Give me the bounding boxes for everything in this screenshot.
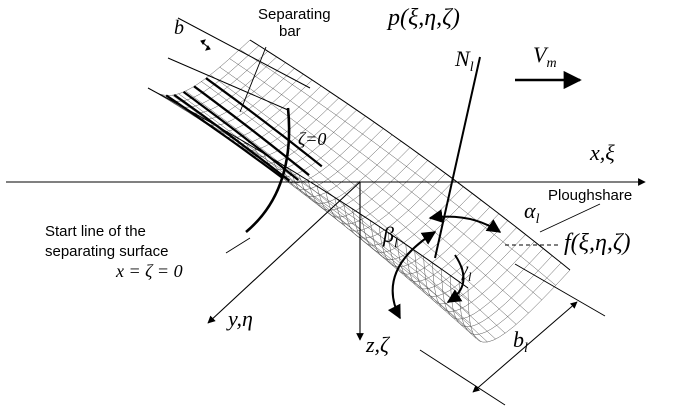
label-ploughshare: Ploughshare [548, 187, 632, 204]
mesh-longitudinal-line [210, 74, 517, 325]
mesh-cross-line [334, 166, 437, 232]
beta-arc [387, 231, 437, 320]
leader-lines [225, 46, 601, 254]
mesh-cross-line [156, 45, 260, 102]
surface-mesh [147, 39, 571, 343]
label-normal: Nl [454, 46, 474, 75]
angle-arcs [387, 209, 502, 320]
start-line-curve [245, 107, 291, 233]
mesh-cross-line [432, 241, 535, 312]
label-bar: bar [279, 23, 301, 40]
label-z-zeta: z,ζ [365, 332, 391, 357]
label-separating: Separating [258, 6, 331, 23]
mesh-longitudinal-line [219, 66, 529, 314]
label-gamma: γl [460, 259, 472, 284]
mesh-cross-line [165, 51, 268, 108]
mesh-cross-line [378, 199, 482, 268]
separating-bars [165, 77, 323, 182]
normal-vector [434, 56, 481, 259]
label-alpha: αl [524, 198, 540, 227]
mesh-cross-line [307, 147, 411, 211]
label-x-zeta-zero: x = ζ = 0 [115, 261, 183, 281]
separating-bar-line [182, 91, 299, 181]
label-start-line-2: separating surface [45, 243, 168, 260]
mesh-longitudinal-line [229, 58, 542, 301]
mesh-cross-line [298, 140, 402, 204]
label-y-eta: y,η [226, 306, 253, 331]
separating-bar-line [165, 94, 284, 179]
label-b: b [174, 17, 184, 39]
alpha-arc [428, 209, 502, 233]
label-x-xi: x,ξ [589, 140, 615, 165]
label-velocity: Vm [533, 42, 557, 71]
mesh-cross-line [183, 62, 286, 120]
separating-bar-line [193, 85, 310, 176]
label-beta: βl [382, 222, 398, 251]
mesh-longitudinal-line [156, 92, 470, 313]
label-start-line-1: Start line of the [45, 223, 146, 240]
label-bl: bl [513, 327, 528, 356]
label-f-function: f(ξ,η,ζ) [564, 230, 631, 256]
axes [6, 178, 646, 341]
gamma-arc [446, 254, 465, 303]
y-axis [207, 181, 361, 324]
bl-dimension [419, 263, 606, 406]
mesh-cross-line [174, 56, 277, 114]
separating-bar-line [205, 77, 323, 168]
separating-bar-line [173, 94, 291, 182]
label-p-function: p(ξ,η,ζ) [386, 5, 460, 31]
mesh-longitudinal-line [152, 90, 469, 301]
mesh-cross-line [289, 134, 393, 197]
mesh-cross-line [325, 160, 428, 225]
mesh-rim-b [249, 39, 571, 271]
b-dimension [167, 17, 311, 111]
label-zeta-zero: ζ=0 [298, 129, 326, 149]
mesh-cross-line [352, 179, 455, 246]
mesh-cross-line [343, 173, 446, 239]
mesh-cross-line [458, 262, 562, 335]
